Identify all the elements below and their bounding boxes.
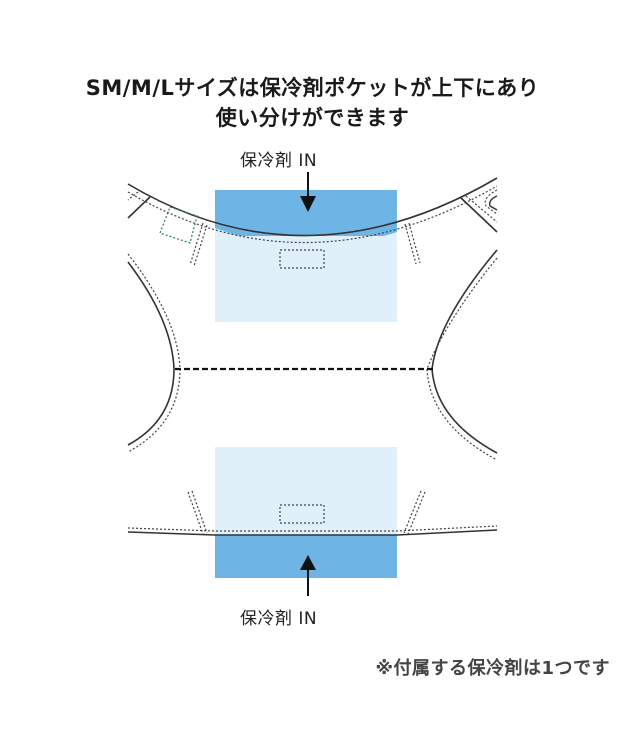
bottom-pocket-opening [279,504,325,524]
bottom-pocket-insert [215,535,397,578]
top-right-strap [404,189,498,265]
heading-line-1: SM/M/Lサイズは保冷剤ポケットが上下にあり [85,76,540,100]
left-armhole [127,253,181,453]
size-tag-outline [159,206,198,244]
top-pocket-label: 保冷剤 IN [240,151,318,171]
heading-line-2: 使い分けができます [215,106,410,130]
top-neckline [127,177,498,244]
bottom-hem [127,490,498,536]
right-armhole [426,249,498,461]
top-left-strap [127,191,208,267]
top-pocket-opening [279,249,325,269]
bottom-pocket-label: 保冷剤 IN [240,609,318,629]
footnote: ※付属する保冷剤は1つです [375,658,610,679]
arrow-down-icon [300,172,316,212]
bottom-pocket-area [215,447,397,535]
arrow-up-icon [300,555,316,596]
